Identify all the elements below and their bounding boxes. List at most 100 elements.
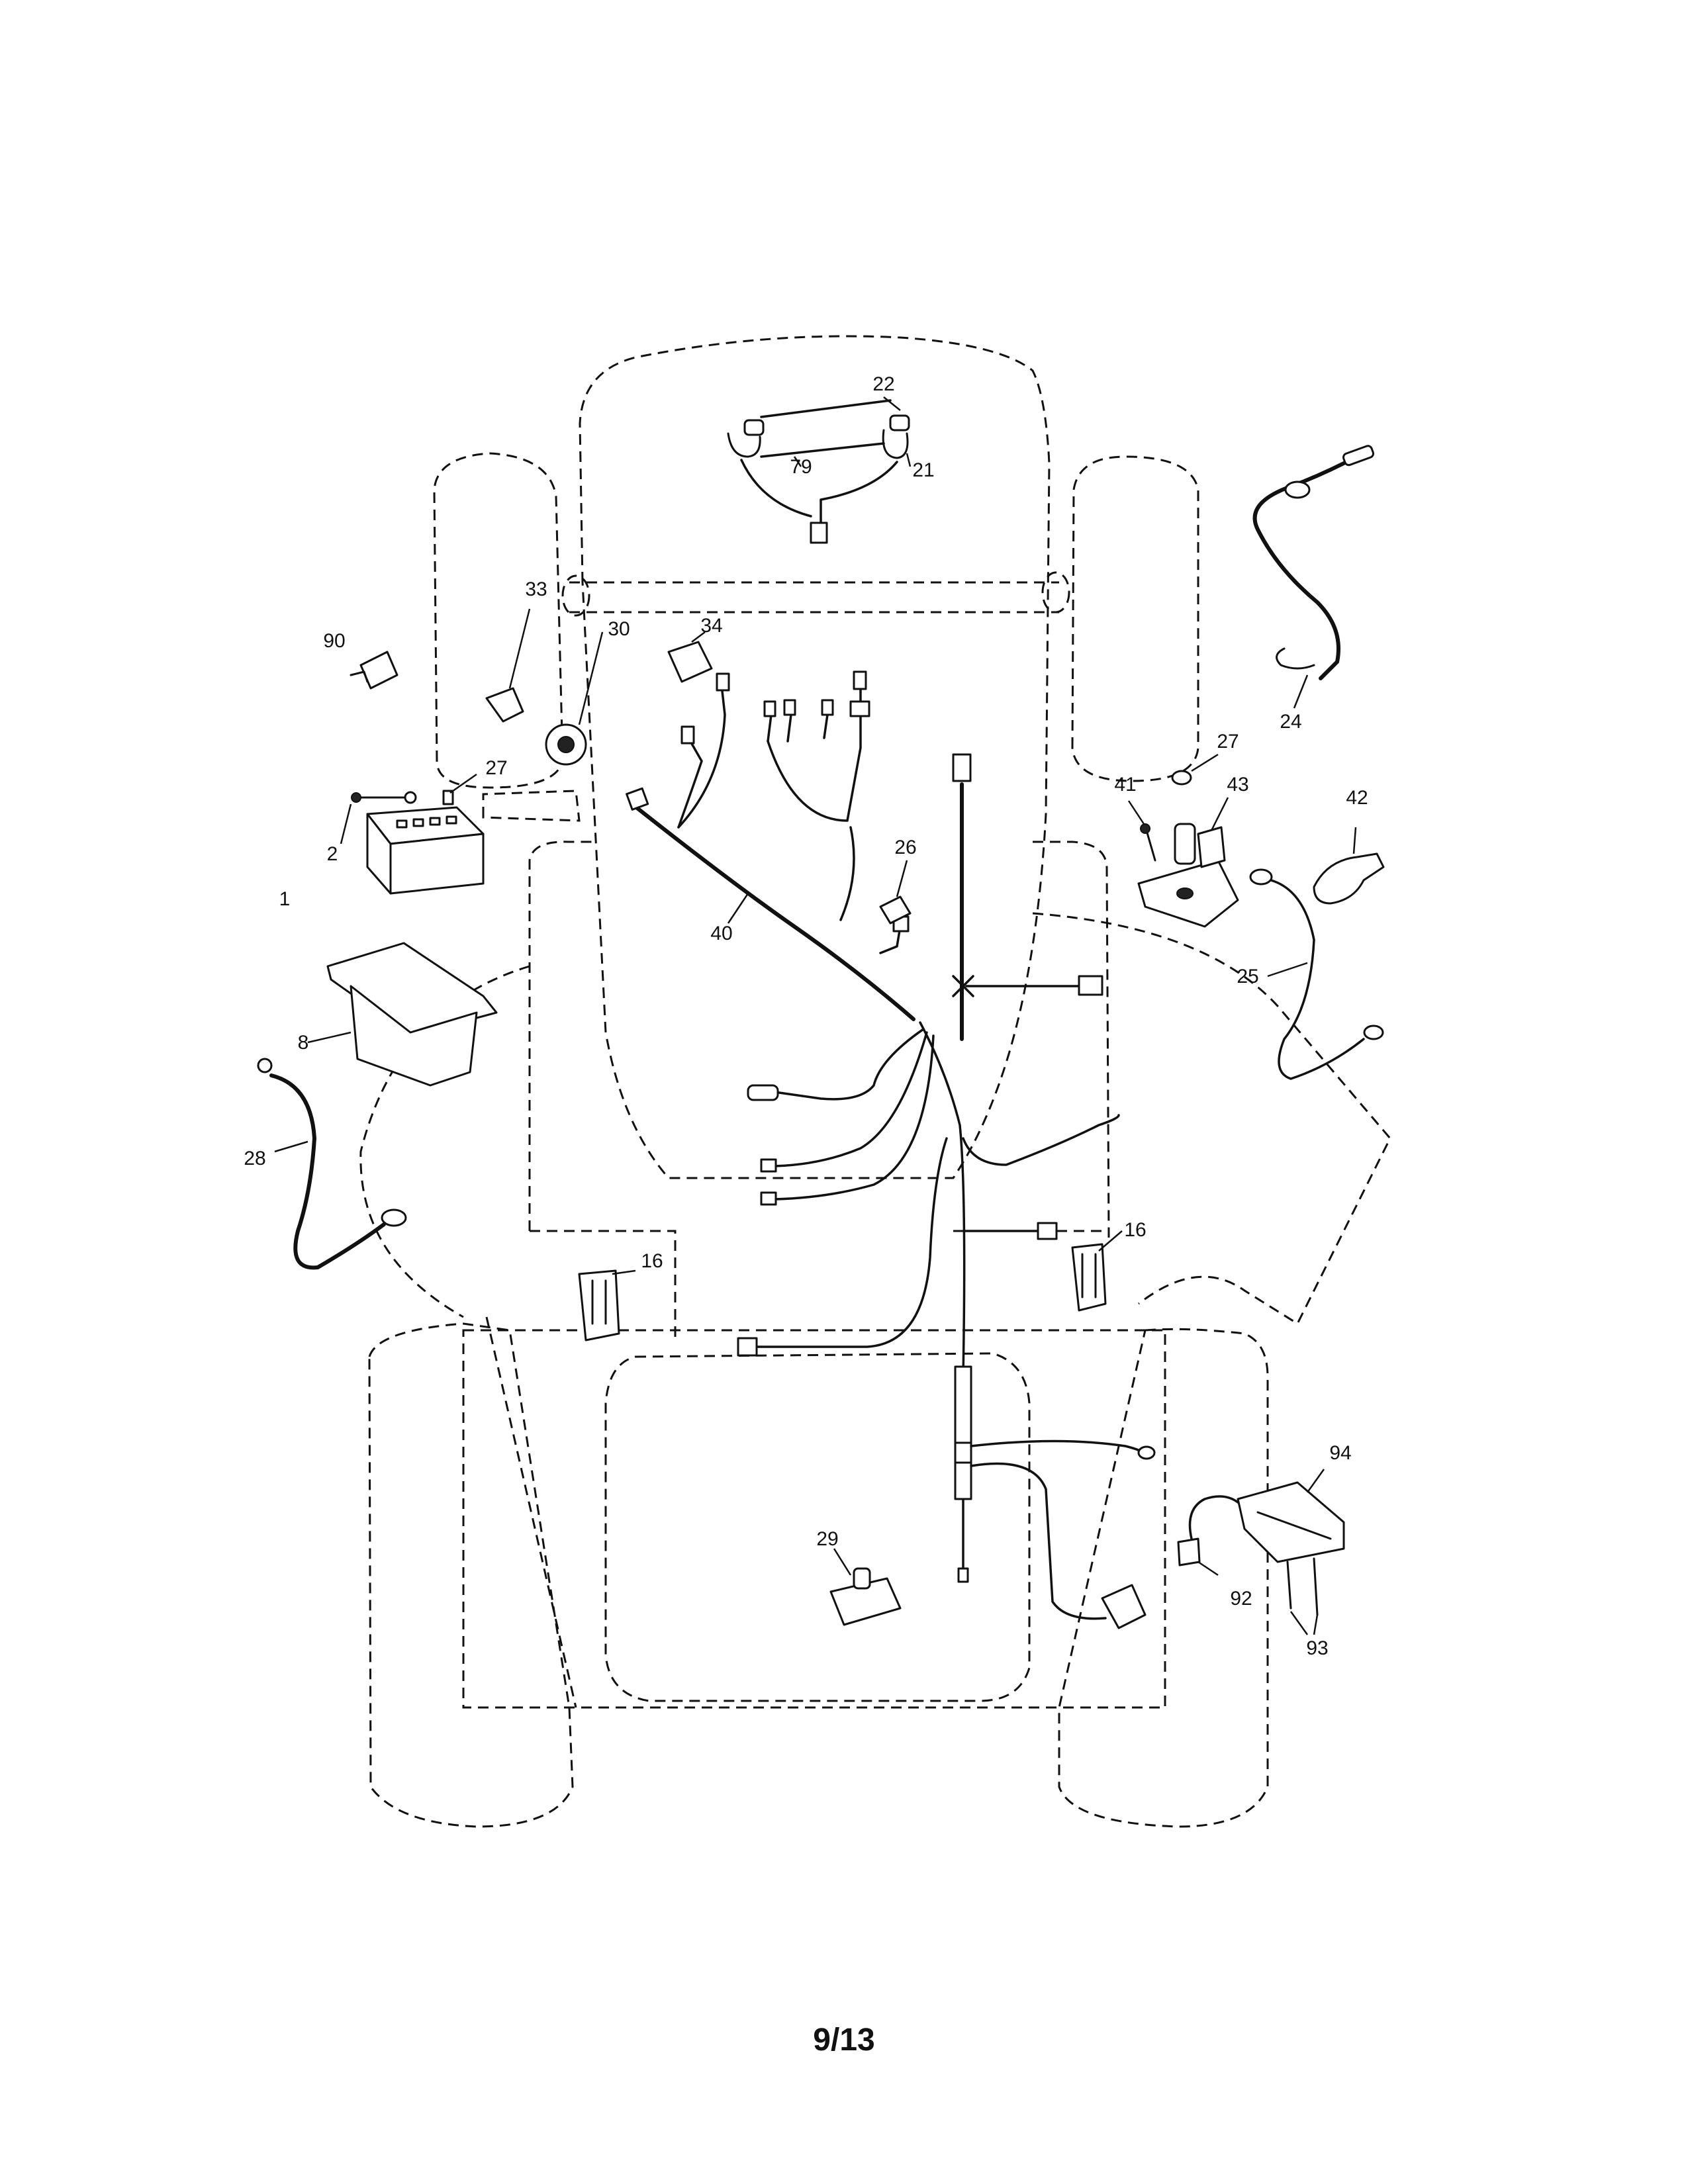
- leader-40: [727, 893, 749, 924]
- part-90-prong: [350, 670, 369, 683]
- harness-connector-4: [783, 699, 796, 716]
- callout-79: 79: [790, 456, 812, 478]
- battery-assembly: [340, 773, 485, 895]
- harness-40-branch-c: [767, 687, 862, 822]
- leader-79: [793, 456, 802, 467]
- leader-29: [833, 1548, 852, 1576]
- leader-92: [1197, 1561, 1219, 1576]
- leader-26: [896, 860, 908, 897]
- callout-21: 21: [912, 459, 934, 481]
- cable-24: [1252, 445, 1375, 709]
- harness-wire-bottom-left: [750, 1137, 948, 1348]
- battery-nut-27: [442, 790, 454, 805]
- harness-wire-right-long: [962, 1114, 1120, 1166]
- callout-16-right: 16: [1124, 1219, 1146, 1241]
- switch-34-body: [667, 641, 713, 683]
- battery-washer: [404, 791, 417, 804]
- cable-25-wire: [1270, 879, 1365, 1080]
- callout-42: 42: [1346, 787, 1368, 809]
- chassis-outline: [528, 841, 1110, 1343]
- solenoid-43-bracket: [1197, 826, 1226, 868]
- callout-94: 94: [1329, 1442, 1351, 1464]
- battery-bolt-2-head: [351, 792, 361, 803]
- switch-29: [829, 1548, 902, 1626]
- hood-outline: [579, 335, 1051, 1179]
- callout-1: 1: [279, 888, 291, 910]
- headlight-wire-down-right: [820, 461, 898, 527]
- callout-28: 28: [244, 1148, 265, 1169]
- leader-33: [508, 608, 531, 689]
- cable-28-ring-bottom: [381, 1208, 407, 1227]
- ignition-key-33: [485, 687, 524, 723]
- screw-93-b: [1313, 1557, 1319, 1616]
- leader-43: [1210, 797, 1229, 831]
- harness-wire-left-3-terminal: [760, 1191, 777, 1206]
- ignition-key-and-switch: [485, 608, 604, 766]
- leader-16a: [612, 1269, 636, 1275]
- hood-crossbar: [569, 581, 1059, 614]
- leader-27b: [1191, 753, 1219, 772]
- page-number: 9/13: [813, 2023, 875, 2058]
- headlight-wire-top: [760, 399, 892, 418]
- main-wiring-harness-40: [626, 670, 915, 1021]
- cable-28-wire: [269, 1073, 386, 1270]
- headlight-harness-assembly: [727, 399, 910, 544]
- cable-24-terminal-top: [1342, 445, 1375, 467]
- leader-93a: [1289, 1611, 1309, 1635]
- leader-41: [1127, 800, 1145, 825]
- headlight-socket-right: [882, 429, 909, 459]
- seat-outline: [604, 1352, 1031, 1702]
- part-90-relay: [350, 651, 399, 690]
- left-frame-line: [485, 1316, 577, 1708]
- harness-connector-16-right: [1037, 1222, 1058, 1240]
- lower-harness-sleeve: [954, 1365, 972, 1500]
- harness-40-branch-b: [677, 684, 726, 829]
- leader-42: [1352, 827, 1357, 854]
- ignition-switch-30-core: [557, 736, 575, 753]
- leader-94: [1306, 1469, 1325, 1493]
- lower-harness-plug: [1101, 1584, 1147, 1629]
- headlight-wire-mid: [760, 442, 885, 458]
- callout-27-solenoid: 27: [1217, 731, 1239, 752]
- harness-connector-1: [680, 725, 695, 745]
- harness-connector-bottom-left: [737, 1337, 758, 1357]
- switch-16-right: [1071, 1230, 1123, 1312]
- callout-41: 41: [1114, 774, 1136, 796]
- harness-40-branch-a: [677, 737, 703, 829]
- boot-42: [1313, 827, 1385, 905]
- right-fender-outline: [1032, 912, 1391, 1326]
- harness-40-branch-d: [767, 713, 829, 743]
- callout-labels: 22 21 79 90 33 30 34 27 2 1 8 28 40 26 2…: [244, 373, 1368, 1659]
- harness-wire-left-3: [773, 1034, 935, 1201]
- leader-27a: [449, 773, 477, 794]
- callout-24: 24: [1280, 711, 1301, 733]
- bolt-41: [1145, 829, 1156, 862]
- rear-right-wheel: [1058, 1328, 1269, 1828]
- vertical-harness-cross: [952, 975, 974, 997]
- vertical-harness-top-connector: [952, 753, 972, 782]
- cable-24-ring-bottom: [1276, 647, 1315, 670]
- switch-16-right-body: [1071, 1243, 1107, 1312]
- battery-area-outline: [482, 790, 581, 822]
- harness-connector-5: [821, 699, 834, 716]
- callout-2: 2: [327, 843, 338, 865]
- lower-harness-ring: [1137, 1445, 1156, 1460]
- battery-cells: [396, 815, 457, 829]
- harness-connector-3: [763, 700, 776, 717]
- callout-40: 40: [710, 923, 732, 944]
- lower-harness-branch-down: [970, 1462, 1107, 1620]
- front-left-wheel: [433, 452, 564, 789]
- cable-25: [1249, 868, 1384, 1080]
- front-right-axle: [1041, 571, 1070, 614]
- fuse-26: [879, 860, 912, 925]
- switch-34: [667, 631, 713, 683]
- leader-24: [1293, 674, 1309, 709]
- lower-harness-branch-right: [970, 1439, 1145, 1454]
- solenoid-43-hole: [1176, 887, 1194, 899]
- rear-left-wheel: [368, 1322, 574, 1828]
- headlight-wire-down-left: [740, 459, 812, 518]
- harness-wire-left-2: [773, 1031, 928, 1167]
- harness-wire-left-2-terminal: [760, 1158, 777, 1173]
- seat-deck-outline: [462, 1329, 1166, 1709]
